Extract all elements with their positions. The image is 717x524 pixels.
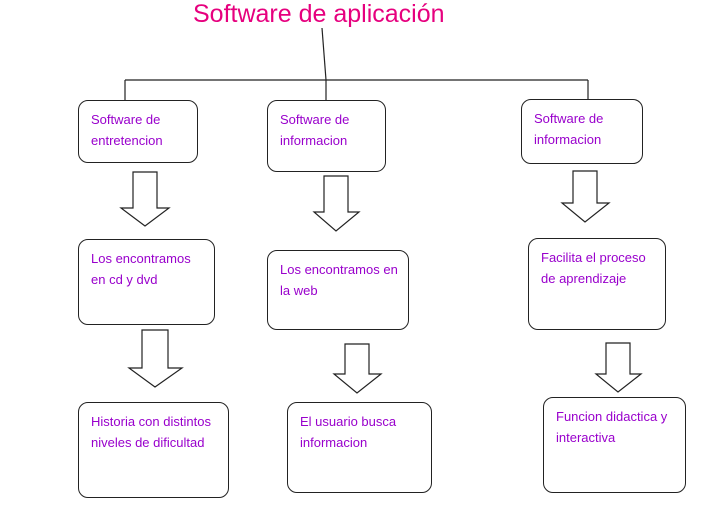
node-label: Los encontramos en la web: [280, 262, 398, 298]
node-box: Historia con distintos niveles de dificu…: [78, 402, 229, 498]
down-arrow-icon: [560, 170, 611, 223]
node-box: Los encontramos en la web: [267, 250, 409, 330]
node-label: El usuario busca informacion: [300, 414, 397, 450]
node-box: Software de informacion: [521, 99, 643, 164]
node-box: Facilita el proceso de aprendizaje: [528, 238, 666, 330]
node-label: Historia con distintos niveles de dificu…: [91, 414, 211, 450]
node-label: Facilita el proceso de aprendizaje: [541, 250, 646, 286]
node-box: El usuario busca informacion: [287, 402, 432, 493]
title-stem-line: [321, 27, 327, 81]
down-arrow-icon: [594, 342, 643, 393]
node-label: Los encontramos en cd y dvd: [91, 251, 191, 287]
node-label: Funcion didactica y interactiva: [556, 409, 668, 445]
node-box: Funcion didactica y interactiva: [543, 397, 686, 493]
node-box: Software de informacion: [267, 100, 386, 172]
down-arrow-icon: [332, 343, 383, 394]
diagram-title: Software de aplicación: [193, 0, 445, 28]
down-arrow-icon: [127, 329, 184, 388]
node-label: Software de informacion: [534, 111, 604, 147]
node-box: Software de entretencion: [78, 100, 198, 163]
node-box: Los encontramos en cd y dvd: [78, 239, 215, 325]
node-label: Software de informacion: [280, 112, 350, 148]
node-label: Software de entretencion: [91, 112, 163, 148]
down-arrow-icon: [312, 175, 361, 232]
down-arrow-icon: [119, 171, 171, 227]
